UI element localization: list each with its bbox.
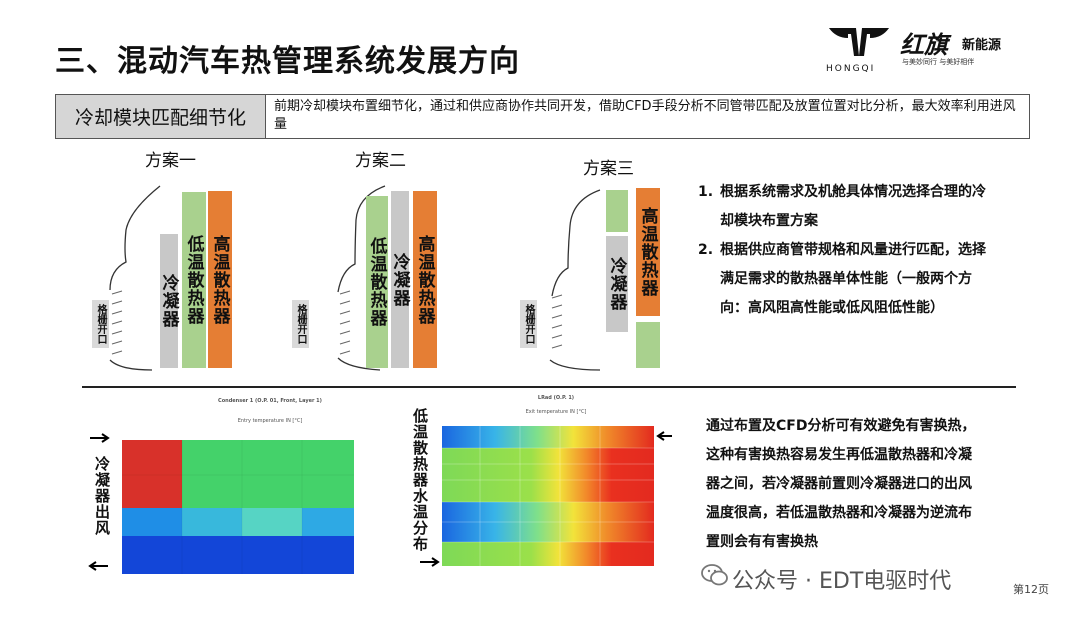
scheme-2-condenser: 冷凝器 (390, 191, 410, 368)
vehicle-outline-diagram (109, 185, 601, 371)
scheme-1-high-temp-radiator: 高温散热器 (208, 191, 232, 368)
scheme-3-low-temp-radiator-top (606, 190, 628, 232)
right-heatmap-caption-2: Exit temperature IN [°C] (525, 409, 587, 415)
brand-name-en: HONGQI (826, 64, 876, 74)
brand-name-cn: 红旗 (900, 30, 948, 59)
watermark: 公众号 · EDT电驱时代 (732, 569, 952, 594)
note-number: 1. (698, 184, 714, 200)
scheme-2-low-temp-radiator: 低温散热器 (366, 196, 388, 368)
scheme-3-title: 方案三 (583, 159, 634, 179)
section-divider (82, 386, 1016, 388)
scheme-1-title: 方案一 (145, 151, 196, 171)
cfd-conclusion-text: 通过布置及CFD分析可有效避免有害换热，这种有害换热容易发生再低温散热器和冷凝器… (706, 418, 976, 550)
notes-list: 1. 根据系统需求及机舱具体情况选择合理的冷却模块布置方案 2. 根据供应商管带… (698, 178, 998, 323)
scheme-3-high-temp-radiator: 高温散热器 (636, 188, 660, 316)
page-number: 第12页 (1013, 583, 1049, 596)
topic-description: 前期冷却模块布置细节化，通过和供应商协作共同开发，借助CFD手段分析不同管带匹配… (274, 99, 1016, 132)
left-heatmap-caption-1: Condenser 1 (O.P. 01, Front, Layer 1) (218, 398, 322, 404)
note-item: 2. 根据供应商管带规格和风量进行匹配，选择满足需求的散热器单体性能（一般两个方… (698, 236, 998, 323)
scheme-3-low-temp-radiator-bottom (636, 322, 660, 368)
note-item: 1. 根据系统需求及机舱具体情况选择合理的冷却模块布置方案 (698, 178, 998, 236)
scheme-2-title: 方案二 (355, 151, 406, 171)
scheme-1-low-temp-radiator: 低温散热器 (182, 192, 206, 368)
page-title: 三、混动汽车热管理系统发展方向 (55, 44, 520, 79)
condenser-outlet-heatmap (88, 433, 354, 574)
wechat-icon (701, 564, 728, 586)
scheme-3-condenser: 冷凝器 (606, 236, 628, 332)
scheme-1-grille-label: 格栅开口 (92, 300, 109, 348)
topic-label: 冷却模块匹配细节化 (56, 95, 266, 138)
note-text: 根据系统需求及机舱具体情况选择合理的冷却模块布置方案 (720, 184, 986, 229)
scheme-2-high-temp-radiator: 高温散热器 (413, 191, 437, 368)
note-text: 根据供应商管带规格和风量进行匹配，选择满足需求的散热器单体性能（一般两个方向：高… (720, 242, 986, 316)
low-temp-radiator-water-temp-heatmap (420, 426, 672, 567)
brand-suffix: 新能源 (962, 38, 1002, 53)
right-heatmap-caption-1: LRad (O.P. 1) (537, 395, 575, 401)
left-heatmap-caption-2: Entry temperature IN [°C] (237, 418, 303, 424)
brand-slogan: 与美妙同行 与美好相伴 (902, 58, 975, 66)
note-number: 2. (698, 242, 714, 258)
condenser-outlet-label: 冷凝器出风 (93, 456, 111, 536)
scheme-1-condenser: 冷凝器 (159, 234, 179, 368)
hongqi-logo-icon (829, 28, 889, 56)
scheme-3-grille-label: 格栅开口 (520, 300, 537, 348)
scheme-2-grille-label: 格栅开口 (292, 300, 309, 348)
low-temp-radiator-water-temp-label: 低温散热器水温分布 (411, 408, 429, 552)
topic-row: 冷却模块匹配细节化 前期冷却模块布置细节化，通过和供应商协作共同开发，借助CFD… (55, 94, 1030, 139)
